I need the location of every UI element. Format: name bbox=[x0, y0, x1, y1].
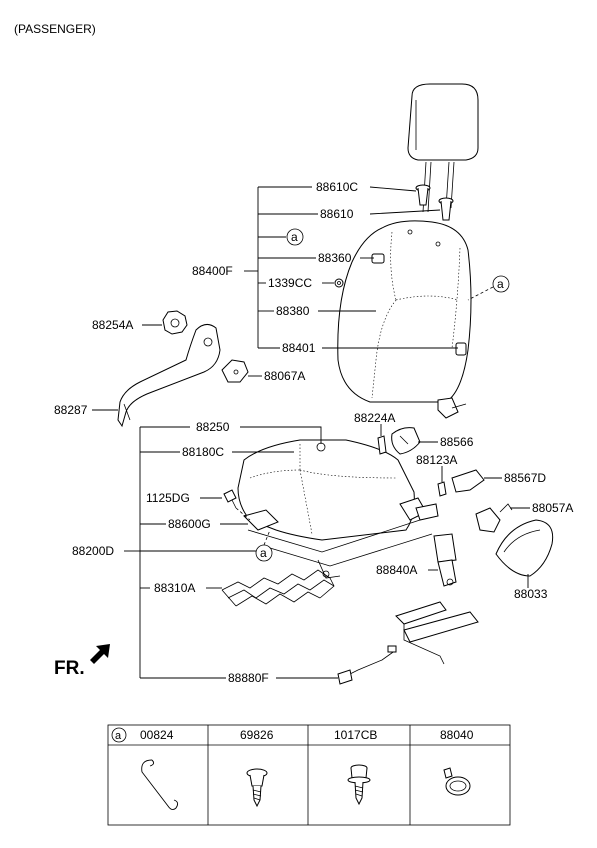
seat-spring-88310A bbox=[221, 569, 335, 607]
label-88033: 88033 bbox=[514, 587, 548, 601]
clip-screw-icon bbox=[246, 768, 268, 808]
headrest-guide-88610C bbox=[415, 184, 431, 206]
label-88310A: 88310A bbox=[154, 581, 195, 595]
clip-88224A bbox=[377, 435, 387, 455]
page-title: (PASSENGER) bbox=[14, 22, 96, 36]
label-88254A: 88254A bbox=[92, 318, 133, 332]
arrow-icon bbox=[90, 644, 110, 664]
label-1339CC: 1339CC bbox=[268, 276, 312, 290]
label-88380: 88380 bbox=[276, 304, 310, 318]
nut-1339CC bbox=[334, 278, 344, 288]
cover-88567D bbox=[451, 469, 485, 493]
seat-back-assembly bbox=[337, 220, 472, 419]
label-88057A: 88057A bbox=[532, 501, 573, 515]
label-88566: 88566 bbox=[440, 435, 474, 449]
callout-a-icon: a bbox=[492, 275, 510, 293]
wiring-harness-88880F bbox=[337, 601, 479, 685]
callout-a-icon: a bbox=[286, 228, 304, 246]
cover-88566 bbox=[391, 427, 421, 455]
label-88840A: 88840A bbox=[376, 563, 417, 577]
label-88250: 88250 bbox=[196, 420, 230, 434]
recliner-knob-88254A bbox=[162, 310, 188, 335]
bolt-1125DG bbox=[223, 489, 237, 509]
label-88287: 88287 bbox=[54, 403, 88, 417]
callout-a-icon: a bbox=[255, 544, 273, 562]
svg-text:a: a bbox=[497, 277, 504, 291]
label-88200D: 88200D bbox=[72, 544, 114, 558]
label-88567D: 88567D bbox=[504, 471, 546, 485]
label-88180C: 88180C bbox=[182, 445, 224, 459]
table-header-2: 1017CB bbox=[334, 728, 377, 742]
label-88360: 88360 bbox=[318, 251, 352, 265]
svg-text:a: a bbox=[115, 730, 122, 742]
label-88224A: 88224A bbox=[354, 411, 395, 425]
svg-text:a: a bbox=[260, 546, 267, 560]
label-88610C: 88610C bbox=[316, 180, 358, 194]
seat-frame-88600G bbox=[243, 497, 439, 579]
cover-88033 bbox=[495, 519, 554, 577]
svg-text:FR.: FR. bbox=[54, 658, 85, 679]
label-88610: 88610 bbox=[320, 207, 354, 221]
label-88880F: 88880F bbox=[228, 671, 269, 685]
label-88123A: 88123A bbox=[416, 453, 457, 467]
label-88400F: 88400F bbox=[192, 264, 233, 278]
fastener-table: a 00824 69826 1017CB 88040 bbox=[107, 724, 511, 826]
bracket-88067A bbox=[221, 359, 249, 383]
wire-hook-icon bbox=[141, 759, 179, 811]
cable-tie-icon bbox=[443, 767, 471, 796]
table-header-1: 69826 bbox=[240, 728, 274, 742]
bracket-88057A bbox=[475, 503, 513, 533]
label-88401: 88401 bbox=[282, 341, 316, 355]
flanged-screw-icon bbox=[347, 764, 371, 806]
front-direction-marker: FR. bbox=[54, 644, 110, 679]
label-88067A: 88067A bbox=[264, 369, 305, 383]
svg-text:a: a bbox=[291, 230, 298, 244]
headrest-guide-88610 bbox=[438, 197, 454, 221]
table-header-3: 88040 bbox=[440, 728, 474, 742]
label-1125DG: 1125DG bbox=[146, 491, 190, 505]
side-shield-88287 bbox=[117, 324, 221, 428]
table-header-0: 00824 bbox=[140, 728, 174, 742]
clip-88123A bbox=[437, 481, 447, 497]
label-88600G: 88600G bbox=[168, 517, 211, 531]
callout-a-icon: a bbox=[111, 727, 127, 743]
seat-belt-buckle-88840A bbox=[433, 533, 457, 587]
